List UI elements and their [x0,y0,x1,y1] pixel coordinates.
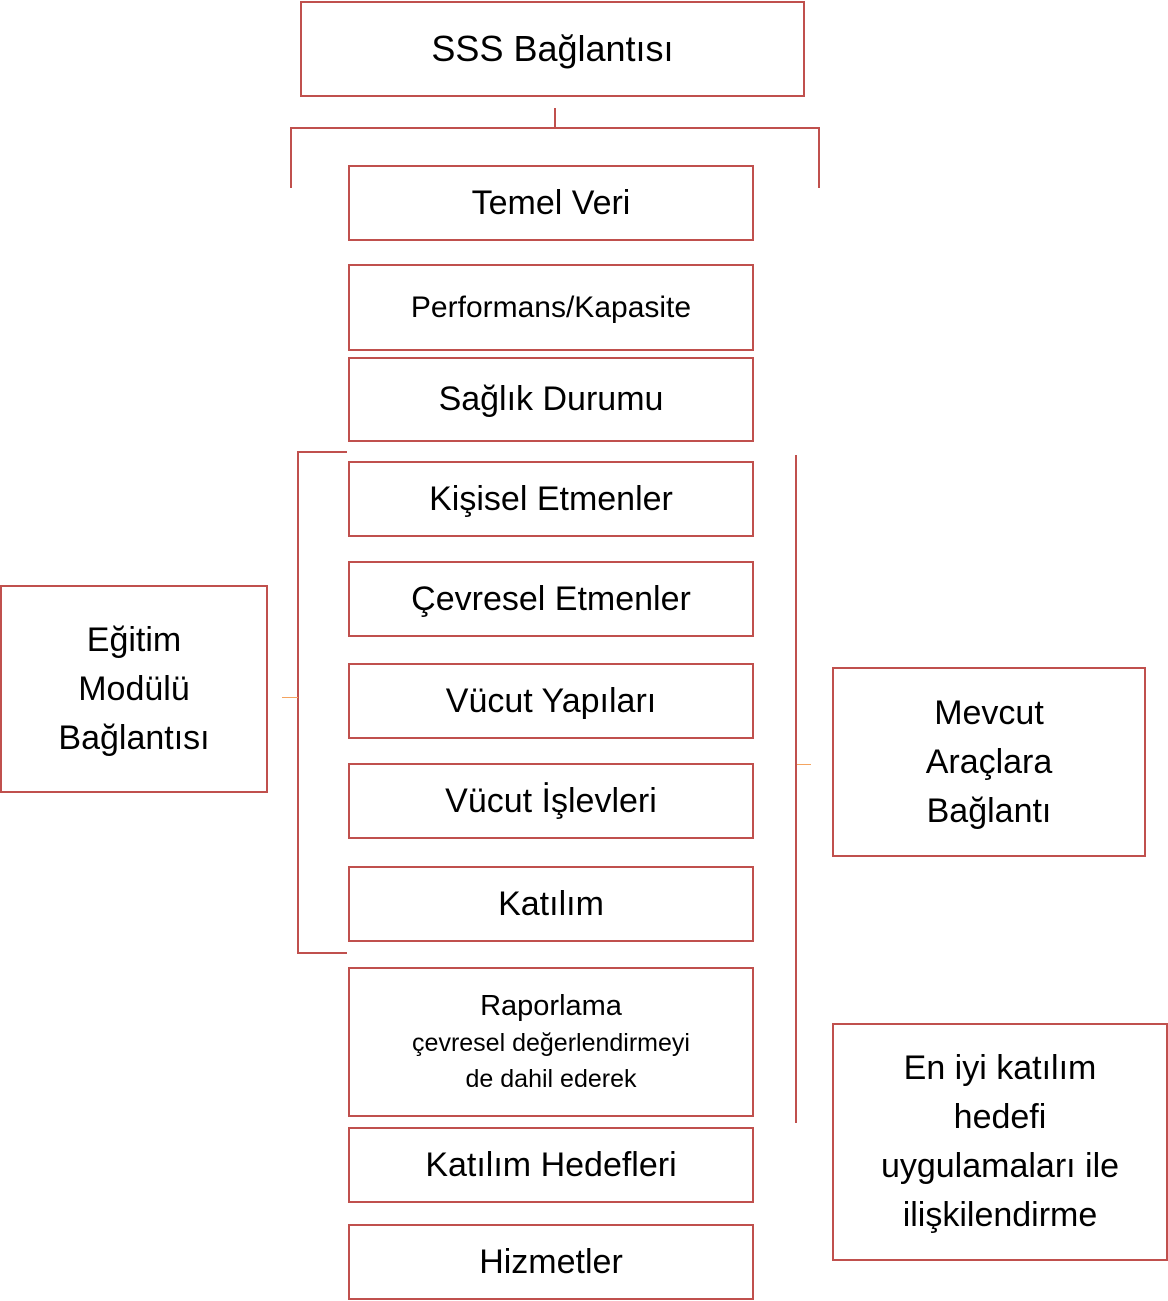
services-label: Hizmetler [479,1242,623,1281]
sss-connection-box: SSS Bağlantısı [300,1,805,97]
left-bracket-bottom [297,952,347,954]
right-connector-tick [797,764,811,765]
best-practice-label: En iyi katılım hedefi uygulamaları ile i… [880,1049,1120,1234]
participation-label: Katılım [498,884,604,923]
top-connector-stem [554,108,556,128]
sss-connection-label: SSS Bağlantısı [431,28,674,69]
health-status-label: Sağlık Durumu [438,380,664,418]
top-bracket-horizontal [290,127,820,129]
participation-goals-box: Katılım Hedefleri [348,1127,754,1203]
top-bracket-left-leg [290,127,292,188]
reporting-line-3: de dahil ederek [465,1065,637,1093]
left-connector-tick [282,697,298,698]
existing-tools-box: Mevcut Araçlara Bağlantı [832,667,1146,857]
body-functions-label: Vücut İşlevleri [445,781,657,820]
body-structures-label: Vücut Yapıları [445,681,657,720]
participation-goals-label: Katılım Hedefleri [425,1145,677,1184]
environmental-factors-label: Çevresel Etmenler [411,579,691,618]
environmental-factors-box: Çevresel Etmenler [348,561,754,637]
body-functions-box: Vücut İşlevleri [348,763,754,839]
performance-capacity-box: Performans/Kapasite [348,264,754,351]
right-connector-vertical [795,455,797,1123]
reporting-line-2: çevresel değerlendirmeyi [412,1029,690,1057]
body-structures-box: Vücut Yapıları [348,663,754,739]
personal-factors-box: Kişisel Etmenler [348,461,754,537]
performance-capacity-label: Performans/Kapasite [410,290,692,324]
basic-data-box: Temel Veri [348,165,754,241]
personal-factors-label: Kişisel Etmenler [429,479,673,518]
training-module-box: Eğitim Modülü Bağlantısı [0,585,268,793]
top-bracket-right-leg [818,127,820,188]
reporting-box: Raporlama çevresel değerlendirmeyi de da… [348,967,754,1117]
existing-tools-label: Mevcut Araçlara Bağlantı [925,693,1053,830]
left-bracket-vertical [297,451,299,954]
services-box: Hizmetler [348,1224,754,1300]
best-practice-box: En iyi katılım hedefi uygulamaları ile i… [832,1023,1168,1261]
training-module-label: Eğitim Modülü Bağlantısı [58,620,210,757]
basic-data-label: Temel Veri [471,183,631,222]
reporting-title: Raporlama [480,990,622,1022]
health-status-box: Sağlık Durumu [348,357,754,442]
participation-box: Katılım [348,866,754,942]
left-bracket-top [297,451,347,453]
